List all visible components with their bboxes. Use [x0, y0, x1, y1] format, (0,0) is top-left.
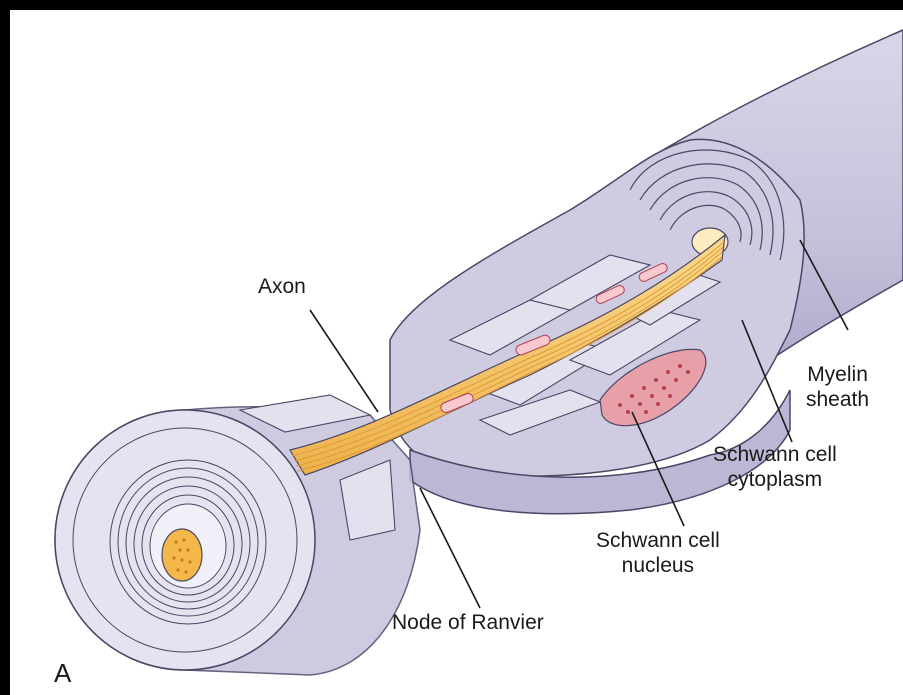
label-cytoplasm-line2: cytoplasm: [713, 467, 837, 492]
figure-frame: Axon Myelin sheath Schwann cell cytoplas…: [10, 10, 903, 695]
label-myelin-line2: sheath: [806, 387, 869, 412]
label-node-of-ranvier: Node of Ranvier: [392, 610, 544, 635]
internode-body: [390, 139, 804, 476]
label-myelin-sheath: Myelin sheath: [806, 362, 869, 412]
panel-letter: A: [54, 658, 71, 689]
label-schwann-cytoplasm: Schwann cell cytoplasm: [713, 442, 837, 492]
label-axon: Axon: [258, 274, 306, 299]
label-schwann-nucleus: Schwann cell nucleus: [596, 528, 720, 578]
myelinated-axon-illustration: [10, 10, 903, 695]
label-nucleus-line2: nucleus: [596, 553, 720, 578]
label-nucleus-line1: Schwann cell: [596, 528, 720, 553]
label-cytoplasm-line1: Schwann cell: [713, 442, 837, 467]
label-myelin-line1: Myelin: [806, 362, 869, 387]
